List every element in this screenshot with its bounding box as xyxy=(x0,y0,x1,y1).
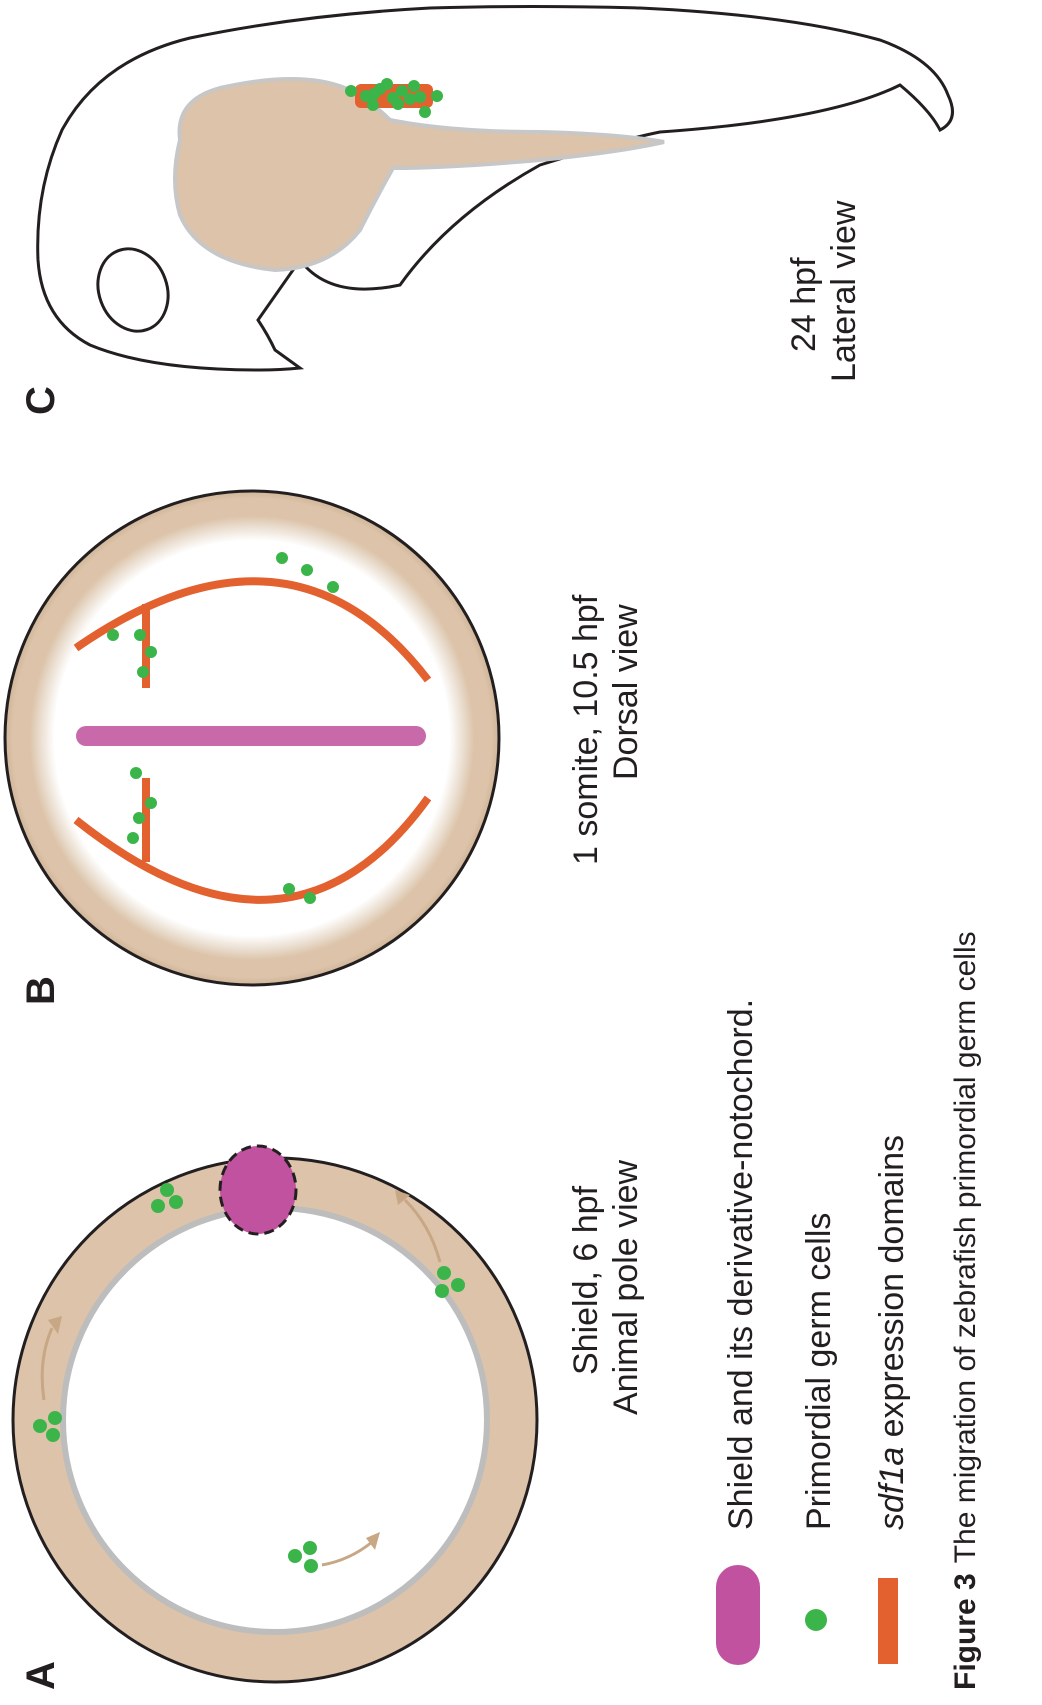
panel-b-caption-line1: 1 somite, 10.5 hpf xyxy=(567,594,605,865)
panel-label-b: B xyxy=(19,976,63,1005)
notochord xyxy=(76,726,426,746)
legend: Shield and its derivative-notochord. Pri… xyxy=(716,999,911,1665)
panel-c-caption-line1: 24 hpf xyxy=(785,257,823,352)
legend-swatch-pgc xyxy=(805,1609,827,1631)
panel-label-a: A xyxy=(19,1661,63,1690)
panel-a: A Shield, 6 hpf Animal pole view xyxy=(13,1146,645,1690)
panel-b-caption-line2: Dorsal view xyxy=(607,604,645,780)
panel-b: B 1 somite, 10.5 hpf Dorsal view xyxy=(5,491,645,1005)
figure-caption: Figure 3 The migration of zebrafish primo… xyxy=(949,931,982,1690)
legend-swatch-sdf1a xyxy=(878,1578,898,1664)
panel-a-caption-line2: Animal pole view xyxy=(607,1159,645,1415)
legend-label-shield: Shield and its derivative-notochord. xyxy=(722,999,760,1530)
legend-label-sdf1a: sdf1a expression domains xyxy=(873,1135,911,1530)
legend-label-sdf1a-gene: sdf1a xyxy=(873,1447,911,1530)
panel-c-caption-line2: Lateral view xyxy=(825,200,863,382)
panel-label-c: C xyxy=(19,386,63,415)
panel-a-caption-line1: Shield, 6 hpf xyxy=(567,1185,605,1375)
figure-caption-text: The migration of zebrafish primordial ge… xyxy=(949,931,982,1563)
eye xyxy=(87,239,180,341)
panel-c: C 24 hpf Lateral view xyxy=(19,7,953,416)
legend-swatch-shield xyxy=(716,1565,760,1665)
figure-caption-line: Figure 3 The migration of zebrafish primo… xyxy=(949,931,982,1690)
figure-caption-prefix: Figure 3 xyxy=(949,1573,982,1690)
panel-a-yolk-cell xyxy=(63,1208,487,1632)
legend-label-pgc: Primordial germ cells xyxy=(800,1213,838,1530)
legend-label-sdf1a-rest: expression domains xyxy=(873,1135,911,1447)
shield xyxy=(220,1146,296,1234)
